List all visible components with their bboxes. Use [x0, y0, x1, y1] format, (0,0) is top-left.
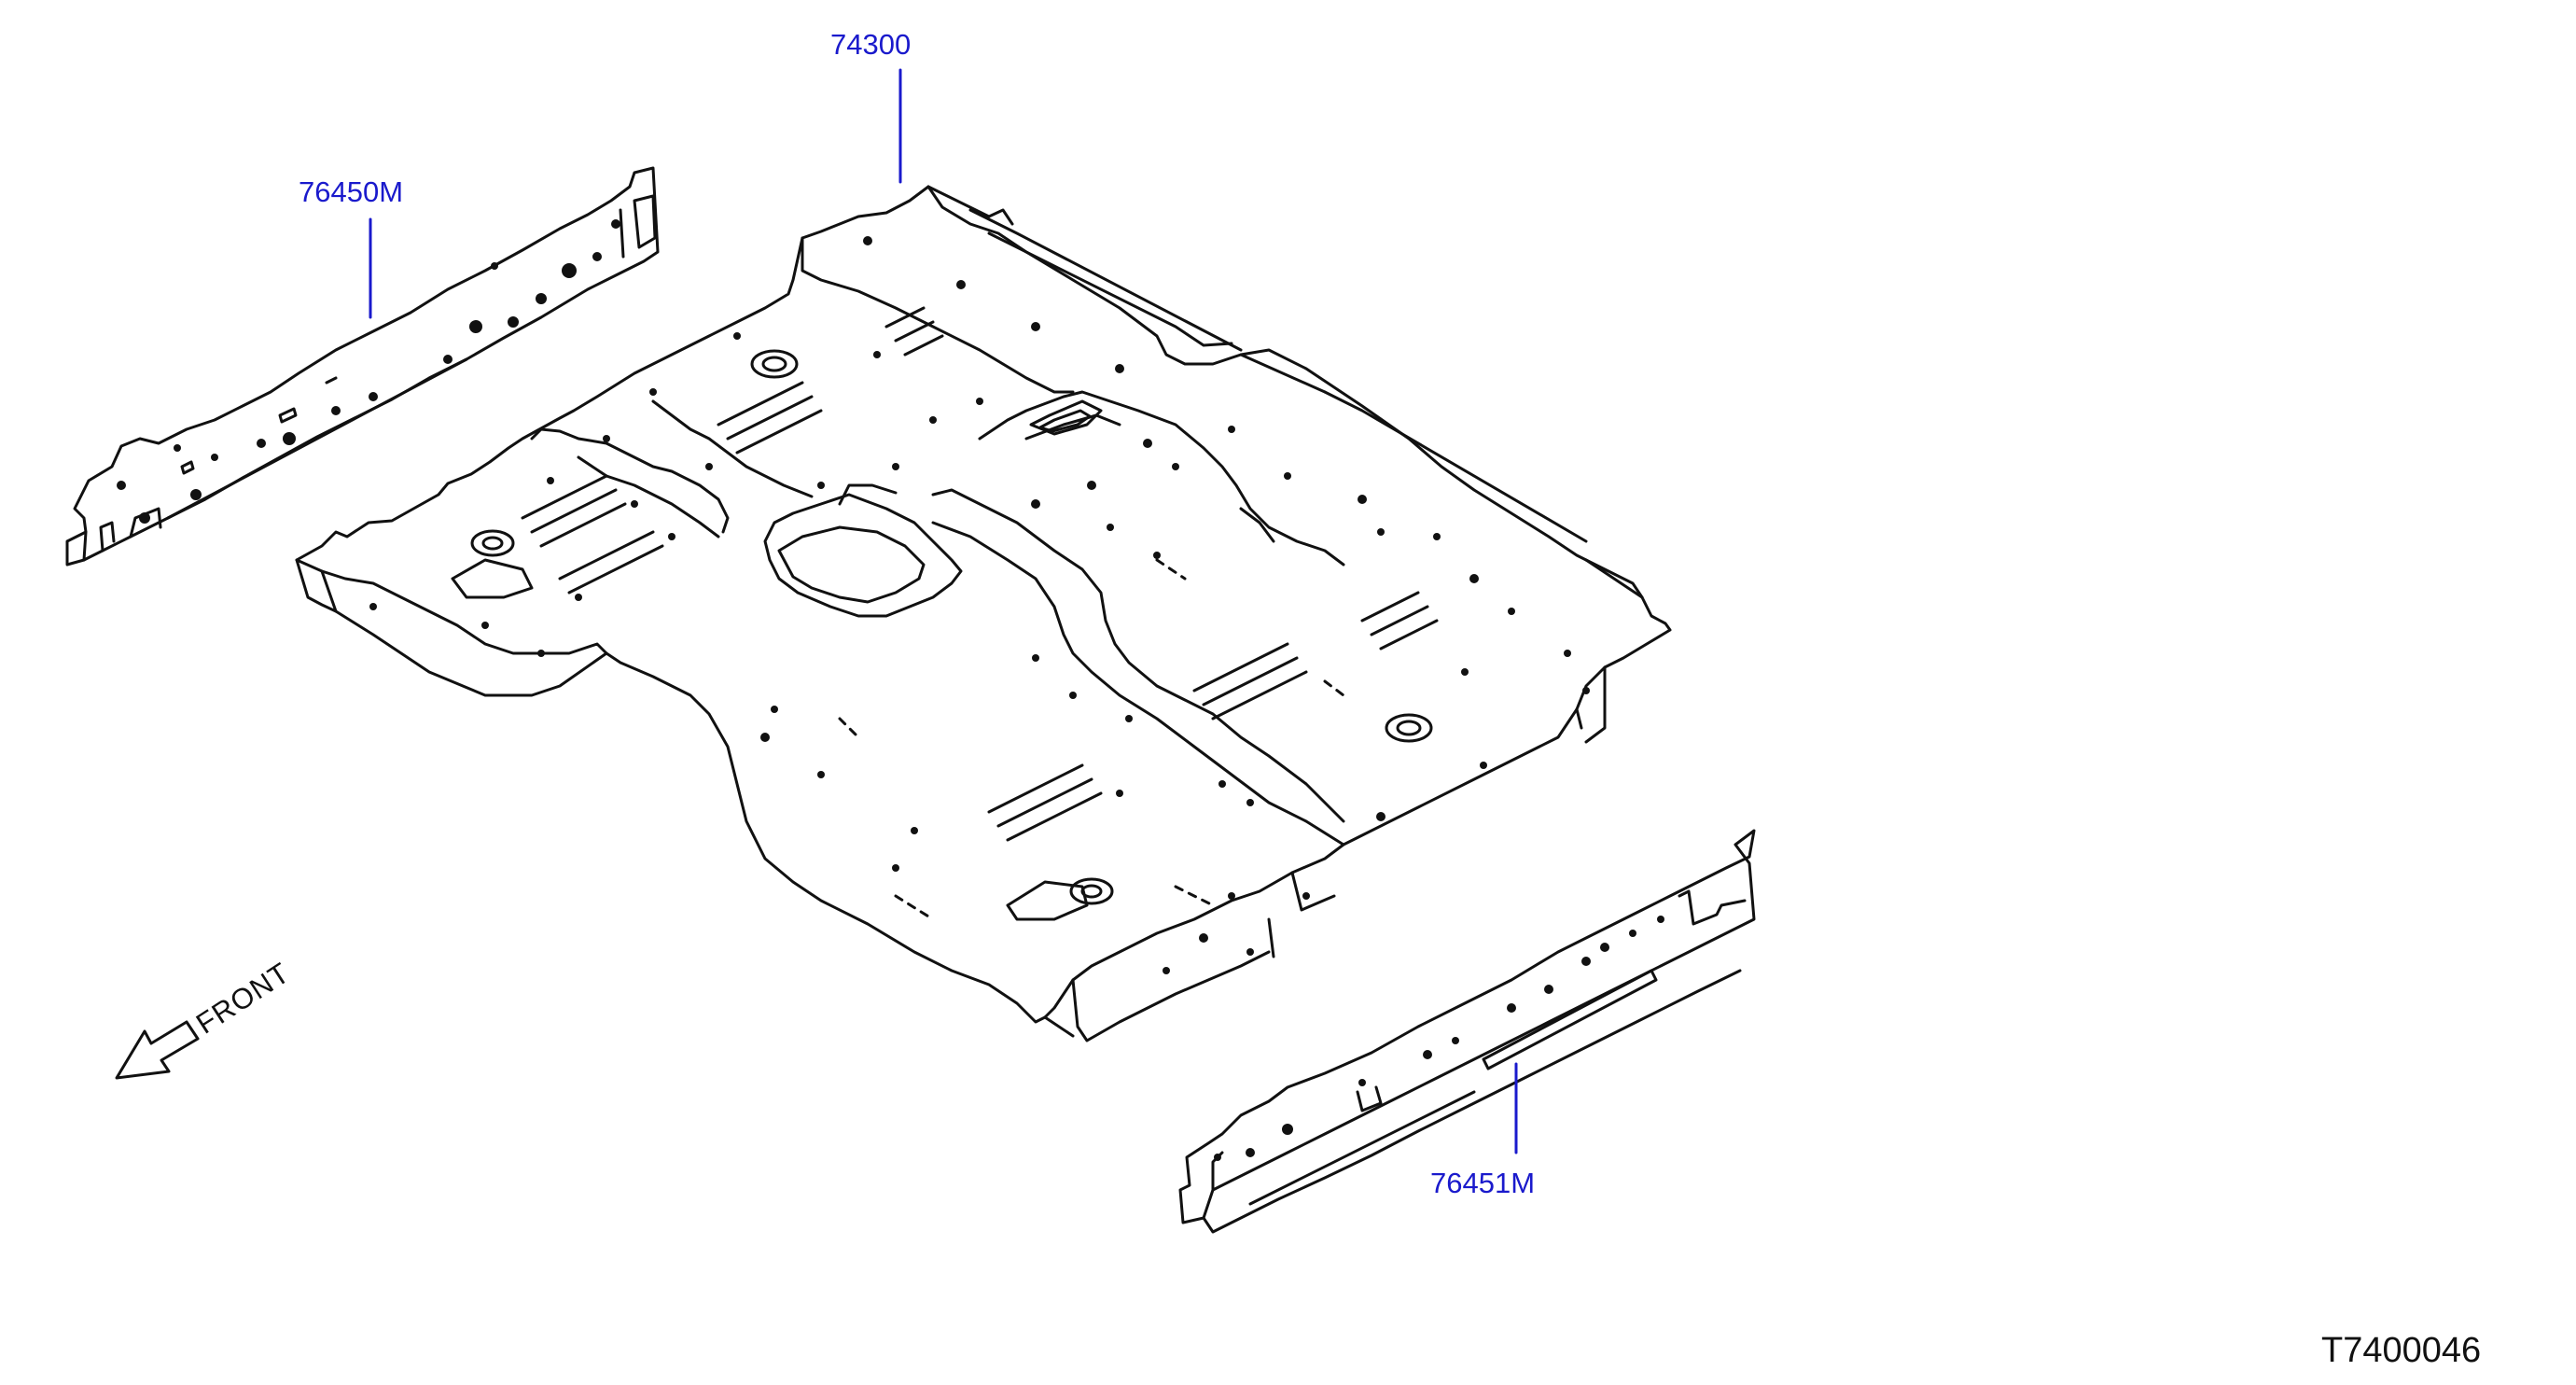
part-number-76451m: 76451M: [1430, 1167, 1536, 1199]
diagram-code: T7400046: [2321, 1331, 2482, 1370]
floor-panel-drawing[interactable]: [295, 185, 1672, 1042]
right-sill-drawing[interactable]: [1178, 829, 1756, 1234]
front-arrow-icon: [115, 1020, 200, 1080]
part-number-76450m: 76450M: [299, 175, 404, 208]
left-sill-drawing[interactable]: [65, 166, 660, 567]
part-number-74300: 74300: [830, 28, 912, 61]
